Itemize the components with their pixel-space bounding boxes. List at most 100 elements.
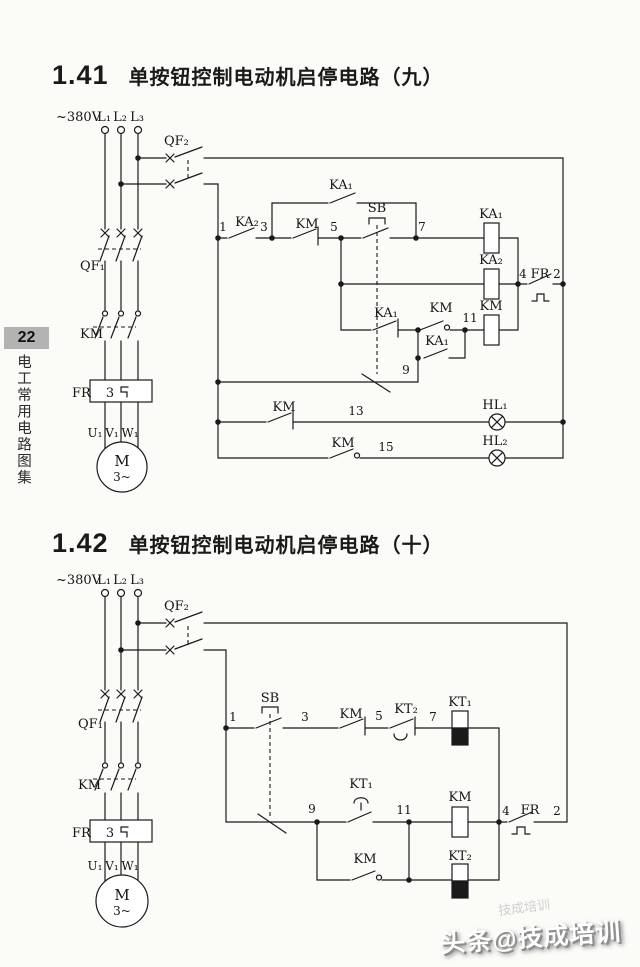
c1-sb-nc-row — [217, 373, 419, 393]
c1-km-no-lamp-label: KM — [331, 436, 354, 451]
c2-km-coil-label: KM — [448, 790, 471, 805]
c1-qf1-breaker: QF₁ — [80, 228, 143, 311]
c1-hl1-row: KM 13 HL₁ — [217, 398, 564, 431]
c2-phase-l2: L₂ — [113, 573, 127, 588]
sidebar-book-title: 电工常用电路图集 — [15, 354, 31, 486]
c1-node-15: 15 — [378, 440, 393, 454]
c1-ka1-bypass-contact: KA₁ — [271, 178, 417, 239]
section-number: 1.41 — [52, 60, 109, 90]
c1-fr-contact-label: FR — [531, 267, 551, 282]
c1-motor-m: M — [114, 452, 129, 470]
c1-ka1-bypass-label: KA₁ — [329, 178, 353, 193]
c2-kt2-coil-label: KT₂ — [448, 849, 472, 864]
c1-ka2-coil-label: KA₂ — [479, 253, 503, 268]
c1-qf2-breaker: QF₂ — [120, 134, 564, 189]
c1-node-5: 5 — [330, 220, 338, 234]
c1-motor: U₁ V₁ W₁ M 3~ — [88, 401, 148, 493]
c2-kt2-coil-bottom — [451, 880, 469, 899]
section-heading-1-41: 1.41 单按钮控制电动机启停电路（九） — [52, 60, 444, 91]
section-number: 1.42 — [52, 528, 109, 558]
c2-kt1-coil-label: KT₁ — [448, 695, 472, 710]
c2-kt1-coil-bottom — [451, 727, 469, 746]
c1-qf1-label: QF₁ — [80, 259, 105, 274]
c2-node-7: 7 — [429, 710, 437, 724]
c2-node-5: 5 — [375, 709, 383, 723]
c1-km-nc-lamp-label: KM — [272, 400, 295, 415]
c2-fr-overload-box: FR 3 — [72, 819, 153, 843]
c2-km-main-label: KM — [78, 778, 101, 793]
c2-qf2-breaker: QF₂ — [120, 599, 568, 655]
c2-terminal-w1: W₁ — [121, 859, 138, 873]
c1-km-nc-label: KM — [295, 217, 318, 232]
c2-bottom-row: KM KT₂ — [316, 821, 500, 899]
page-number-badge: 22 — [4, 327, 49, 349]
c1-node-3: 3 — [260, 220, 268, 234]
c2-supply-voltage: ~380V — [56, 573, 102, 588]
c1-km-no-label: KM — [429, 301, 452, 316]
c1-ka2-contact-label: KA₂ — [235, 215, 259, 230]
c1-ka1-coil: KA₁ — [415, 207, 519, 331]
circuit-1-diagram: ~380V L₁ L₂ L₃ QF₂ — [56, 110, 566, 493]
c1-terminal-u1: U₁ — [88, 426, 103, 440]
c1-fr-nc-contact: 4 FR 2 — [517, 267, 564, 302]
c2-motor-m: M — [114, 886, 129, 904]
c1-phase-l1: L₁ — [97, 110, 111, 125]
c2-motor-3ph: 3~ — [113, 904, 131, 918]
c1-fr-box-label: FR — [72, 386, 92, 401]
c2-node-4: 4 — [502, 804, 510, 818]
c1-hl2-row: KM 15 HL₂ — [217, 434, 564, 467]
c2-middle-row: 9 KT₁ 11 KM 4 FR 2 — [225, 777, 568, 838]
c1-supply: ~380V L₁ L₂ L₃ — [56, 110, 144, 230]
c1-km-coil-row: KA₁ KM 11 KM — [340, 299, 519, 346]
c1-terminal-w1: W₁ — [121, 426, 138, 440]
c2-terminal-v1: V₁ — [104, 859, 118, 873]
c1-ka1-coil-label: KA₁ — [479, 207, 503, 222]
c1-motor-3ph: 3~ — [113, 470, 131, 484]
c1-qf2-label: QF₂ — [164, 134, 189, 149]
c1-node-11: 11 — [462, 311, 477, 325]
c1-node-13: 13 — [348, 404, 363, 418]
c1-node-9: 9 — [402, 363, 410, 377]
c2-kt1-coil-top — [451, 710, 469, 729]
c1-main-control-row: 1 KA₂ 3 KM 5 SB 7 — [217, 201, 426, 374]
c2-kt1-no-label: KT₁ — [349, 777, 373, 792]
c1-fr-rating: 3 — [106, 386, 114, 401]
circuit-2-diagram: ~380V L₁ L₂ L₃ QF₂ — [56, 573, 568, 928]
c2-node-11: 11 — [396, 803, 411, 817]
c1-fr-overload-box: FR 3 — [72, 379, 153, 403]
c1-phase-l3: L₃ — [130, 110, 144, 125]
c1-supply-voltage: ~380V — [56, 110, 102, 125]
c2-phase-l1: L₁ — [97, 573, 111, 588]
c1-node-4: 4 — [519, 267, 527, 281]
c1-hl1-label: HL₁ — [482, 398, 507, 413]
c2-motor: U₁ V₁ W₁ M 3~ — [88, 841, 149, 928]
c2-sb-label: SB — [261, 691, 279, 706]
c2-fr-box-label: FR — [72, 826, 92, 841]
c2-rails — [223, 622, 568, 823]
section-heading-1-42: 1.42 单按钮控制电动机启停电路（十） — [52, 528, 444, 559]
c2-kt2-coil-top — [451, 863, 469, 882]
c1-node-1: 1 — [219, 220, 227, 234]
section-title: 单按钮控制电动机启停电路（九） — [128, 67, 444, 89]
c1-km-coil-label: KM — [479, 299, 502, 314]
c2-kt2-nc-label: KT₂ — [394, 702, 418, 717]
c1-phase-l2: L₂ — [113, 110, 127, 125]
c2-terminal-u1: U₁ — [88, 859, 103, 873]
c2-km-nc-label: KM — [339, 707, 362, 722]
c1-km-main-contacts: KM — [80, 310, 142, 381]
c2-supply: ~380V L₁ L₂ L₃ — [56, 573, 144, 691]
section-title: 单按钮控制电动机启停电路（十） — [128, 535, 444, 557]
c2-fr-rating: 3 — [106, 826, 114, 841]
c1-node-7: 7 — [418, 220, 426, 234]
c2-qf1-breaker: QF₁ — [78, 689, 143, 763]
c2-qf2-label: QF₂ — [164, 599, 189, 614]
c1-ka1-no-label: KA₁ — [425, 334, 449, 349]
c2-km-main-contacts: KM — [78, 762, 142, 821]
c2-node-1: 1 — [229, 710, 237, 724]
c2-node-9: 9 — [308, 802, 316, 816]
c2-qf1-label: QF₁ — [78, 717, 103, 732]
c1-hl2-label: HL₂ — [482, 434, 507, 449]
c2-node-2: 2 — [553, 804, 561, 818]
c2-main-control-row: 1 SB 3 KM 5 KT₂ 7 KT₁ — [225, 691, 500, 881]
